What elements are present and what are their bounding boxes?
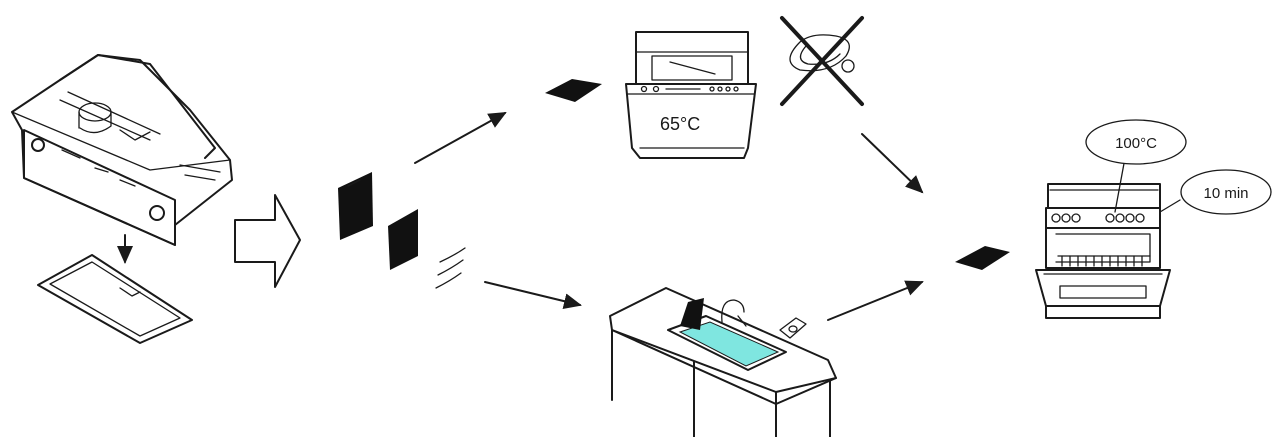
oven-temperature-bubble: 100°C bbox=[1085, 119, 1187, 165]
oven-temperature-label: 100°C bbox=[1115, 135, 1157, 152]
filter-to-oven bbox=[955, 246, 1010, 270]
dishwasher-illustration: 65°C bbox=[625, 31, 757, 159]
grease-filter-panel bbox=[37, 254, 193, 344]
oven-illustration bbox=[1035, 157, 1181, 319]
crossed-out-wire-brush-icon bbox=[780, 16, 864, 106]
range-hood-illustration bbox=[11, 54, 233, 246]
filter-to-dishwasher bbox=[545, 79, 602, 102]
hollow-arrow-icon bbox=[234, 194, 301, 288]
sink-illustration bbox=[609, 287, 837, 437]
arrow-from-sink bbox=[827, 280, 924, 321]
oven-duration-bubble: 10 min bbox=[1180, 169, 1272, 215]
dishwasher-temperature-label: 65°C bbox=[660, 114, 700, 134]
arrow-from-dishwasher bbox=[861, 133, 924, 194]
arrow-to-dishwasher bbox=[414, 112, 507, 164]
arrow-to-sink bbox=[484, 281, 582, 310]
direction-arrows bbox=[414, 112, 924, 321]
filter-pieces bbox=[338, 172, 466, 289]
oven-duration-label: 10 min bbox=[1203, 185, 1248, 202]
